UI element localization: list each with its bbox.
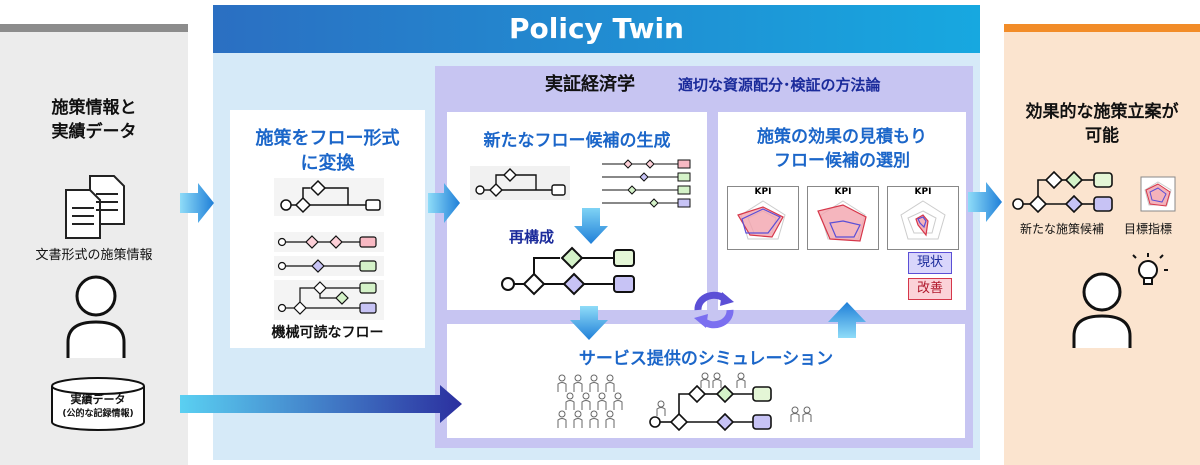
kpi-radar-2 [817,200,867,242]
simulation-flow [649,372,812,432]
simulation-card [447,324,965,438]
legend-current: 現状 [908,252,952,274]
machine-readable-flows [274,232,384,320]
document-label: 文書形式の施策情報 [35,248,153,263]
database-label-line2: (公的な記録情報) [62,409,134,419]
kpi-card-3: KPI [887,186,959,250]
database-label-line1: 実績データ [70,393,126,406]
input-title-line2: 実績データ [51,122,137,142]
kpi-radar-1 [737,200,786,240]
candidate-flow-list [602,159,691,208]
input-title-line1: 施策情報と [51,98,137,118]
empirical-economics-title: 実証経済学 [545,74,635,95]
estimate-title: 施策の効果の見積もり フロー候補の選別 [718,125,966,173]
crowd-icon [557,374,623,428]
database-icon [51,377,145,431]
legend-improved: 改善 [908,278,952,300]
convert-title-line2: に変換 [300,153,355,174]
cycle-icon [694,291,734,329]
generate-title: 新たなフロー候補の生成 [483,131,671,151]
database-label: 実績データ (公的な記録情報) [48,393,148,421]
kpi-card-1-label: KPI [754,187,772,197]
kpi-radar-3 [900,200,946,240]
person-icon [66,275,126,358]
kpi-card-3-label: KPI [914,187,932,197]
restructure-arrow [574,208,608,244]
simulation-title: サービス提供のシミュレーション [578,349,834,369]
policy-twin-title: Policy Twin [213,5,980,53]
input-title: 施策情報と 実績データ [0,96,188,144]
output-panel-bar [1004,24,1200,32]
input-panel-bar [0,24,188,32]
output-panel [1004,24,1200,465]
person-idea-icon [1072,253,1168,348]
estimate-title-line2: フロー候補の選別 [774,151,910,171]
document-icon [65,175,125,239]
target-label: 目標指標 [1124,222,1173,236]
output-title-line2: 可能 [1085,126,1119,146]
restructure-label: 再構成 [509,228,555,246]
lightbulb-icon [1132,253,1168,285]
candidate-label: 新たな施策候補 [1020,222,1105,236]
kpi-card-1: KPI [727,186,799,250]
convert-caption: 機械可読なフロー [271,325,384,341]
flow-diagram-simple [274,178,384,216]
kpi-card-2: KPI [807,186,879,250]
output-title: 効果的な施策立案が 可能 [1004,100,1200,148]
generated-flow [501,246,635,296]
flow-diagram-source [470,166,570,200]
convert-title-line1: 施策をフロー形式 [255,128,400,149]
empirical-economics-subtitle: 適切な資源配分･検証の方法論 [678,76,881,94]
candidate-flow [1012,170,1113,214]
convert-title: 施策をフロー形式 に変換 [230,126,425,176]
estimate-title-line1: 施策の効果の見積もり [757,127,927,147]
target-kpi-icon [1140,176,1176,212]
kpi-card-2-label: KPI [834,187,852,197]
output-title-line1: 効果的な施策立案が [1025,102,1179,122]
